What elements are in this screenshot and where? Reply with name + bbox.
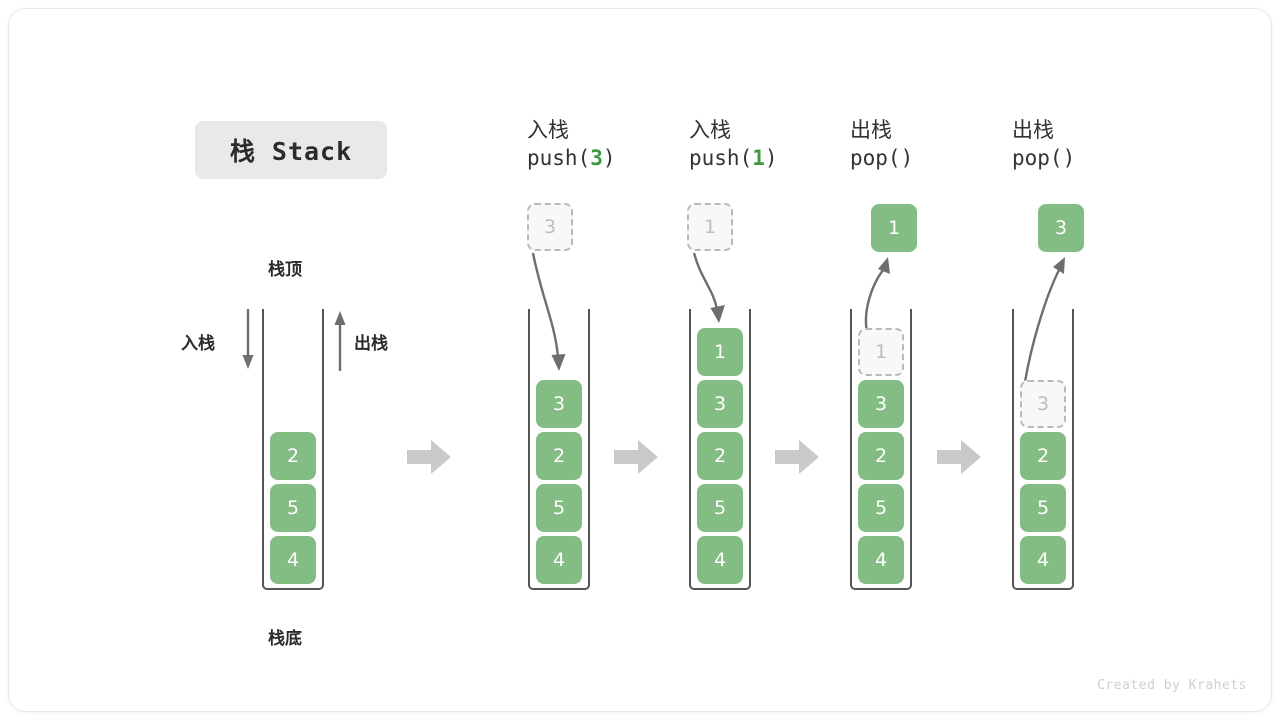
stack-cell: 5 <box>858 484 904 532</box>
stack-cell: 1 <box>697 328 743 376</box>
diagram-card: 栈 Stack 栈顶 栈底 入栈 出栈 2 5 4 入栈 push(3) 3 <box>8 8 1272 712</box>
op-code-prefix: pop( <box>850 146 901 170</box>
stack-bottom-label: 栈底 <box>268 629 302 649</box>
step-op-label: 出栈 <box>850 118 892 142</box>
step-op-code: push(1) <box>689 143 778 173</box>
stack-cell: 5 <box>697 484 743 532</box>
step-arrow-icon <box>407 440 451 474</box>
op-code-prefix: push( <box>689 146 753 170</box>
pop-direction-arrow-icon <box>329 309 351 371</box>
stack-container-step-4: 3 2 5 4 <box>1012 309 1074 590</box>
popped-element: 3 <box>1038 204 1084 252</box>
stack-cell-ghost: 3 <box>1020 380 1066 428</box>
stack-cell: 2 <box>270 432 316 480</box>
push-label: 入栈 <box>181 334 215 354</box>
incoming-element-ghost: 3 <box>527 203 573 251</box>
stack-cell: 5 <box>536 484 582 532</box>
push-flow-arrow-icon <box>689 252 749 333</box>
op-code-arg: 1 <box>752 146 765 170</box>
step-arrow-icon <box>614 440 658 474</box>
step-op-code: pop() <box>1012 143 1075 173</box>
op-code-prefix: pop( <box>1012 146 1063 170</box>
stack-cell: 2 <box>858 432 904 480</box>
stack-top-label: 栈顶 <box>268 260 302 280</box>
stack-cell: 5 <box>270 484 316 532</box>
popped-element: 1 <box>871 204 917 252</box>
stack-cell: 3 <box>697 380 743 428</box>
push-flow-arrow-icon <box>529 252 589 379</box>
pop-flow-arrow-icon <box>1017 254 1087 384</box>
step-arrow-icon <box>775 440 819 474</box>
op-code-suffix: ) <box>900 146 914 170</box>
stack-cell: 5 <box>1020 484 1066 532</box>
step-op-label: 入栈 <box>689 118 731 142</box>
stack-cell: 4 <box>270 536 316 584</box>
pop-label: 出栈 <box>354 334 388 354</box>
op-code-suffix: ) <box>602 146 616 170</box>
stack-cell-ghost: 1 <box>858 328 904 376</box>
watermark: Created by Krahets <box>1097 678 1247 693</box>
stack-container-step-2: 1 3 2 5 4 <box>689 309 751 590</box>
step-op-code: push(3) <box>527 143 616 173</box>
stack-cell: 2 <box>536 432 582 480</box>
stack-container-step-1: 3 2 5 4 <box>528 309 590 590</box>
stack-container-base: 2 5 4 <box>262 309 324 590</box>
stack-cell: 4 <box>536 536 582 584</box>
op-code-suffix: ) <box>764 146 778 170</box>
push-direction-arrow-icon <box>237 309 259 371</box>
stack-cell: 4 <box>697 536 743 584</box>
incoming-element-ghost: 1 <box>687 203 733 251</box>
pop-flow-arrow-icon <box>857 254 917 334</box>
op-code-arg: 3 <box>590 146 603 170</box>
step-op-label: 出栈 <box>1012 118 1054 142</box>
stack-cell: 3 <box>858 380 904 428</box>
stack-cell: 4 <box>1020 536 1066 584</box>
step-header-4: 出栈 pop() <box>1012 117 1075 173</box>
step-header-1: 入栈 push(3) <box>527 117 616 173</box>
op-code-prefix: push( <box>527 146 591 170</box>
op-code-suffix: ) <box>1062 146 1076 170</box>
stack-cell: 3 <box>536 380 582 428</box>
step-op-code: pop() <box>850 143 913 173</box>
step-op-label: 入栈 <box>527 118 569 142</box>
stack-cell: 4 <box>858 536 904 584</box>
stack-cell: 2 <box>1020 432 1066 480</box>
step-header-2: 入栈 push(1) <box>689 117 778 173</box>
stack-container-step-3: 1 3 2 5 4 <box>850 309 912 590</box>
step-header-3: 出栈 pop() <box>850 117 913 173</box>
step-arrow-icon <box>937 440 981 474</box>
page-title: 栈 Stack <box>229 137 353 166</box>
stack-cell: 2 <box>697 432 743 480</box>
diagram-title-pill: 栈 Stack <box>195 121 387 179</box>
